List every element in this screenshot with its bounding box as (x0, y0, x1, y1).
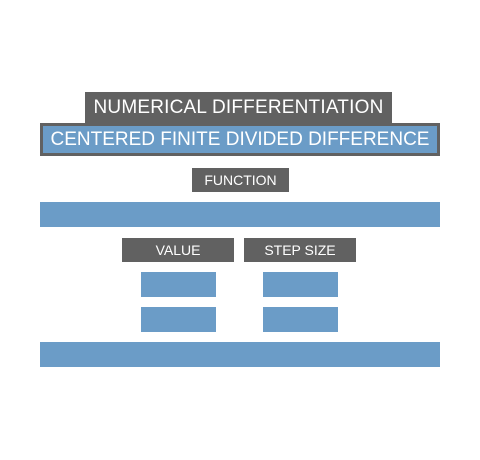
result-output (40, 342, 440, 367)
method-subtitle: CENTERED FINITE DIVIDED DIFFERENCE (40, 123, 440, 156)
step-size-input[interactable] (263, 272, 338, 297)
function-label: FUNCTION (192, 168, 289, 192)
step-size-input[interactable] (263, 307, 338, 332)
value-input[interactable] (141, 272, 216, 297)
function-input[interactable] (40, 202, 440, 227)
app-title: NUMERICAL DIFFERENTIATION (85, 92, 392, 124)
value-label: VALUE (122, 238, 234, 262)
step-size-label: STEP SIZE (244, 238, 356, 262)
value-input[interactable] (141, 307, 216, 332)
